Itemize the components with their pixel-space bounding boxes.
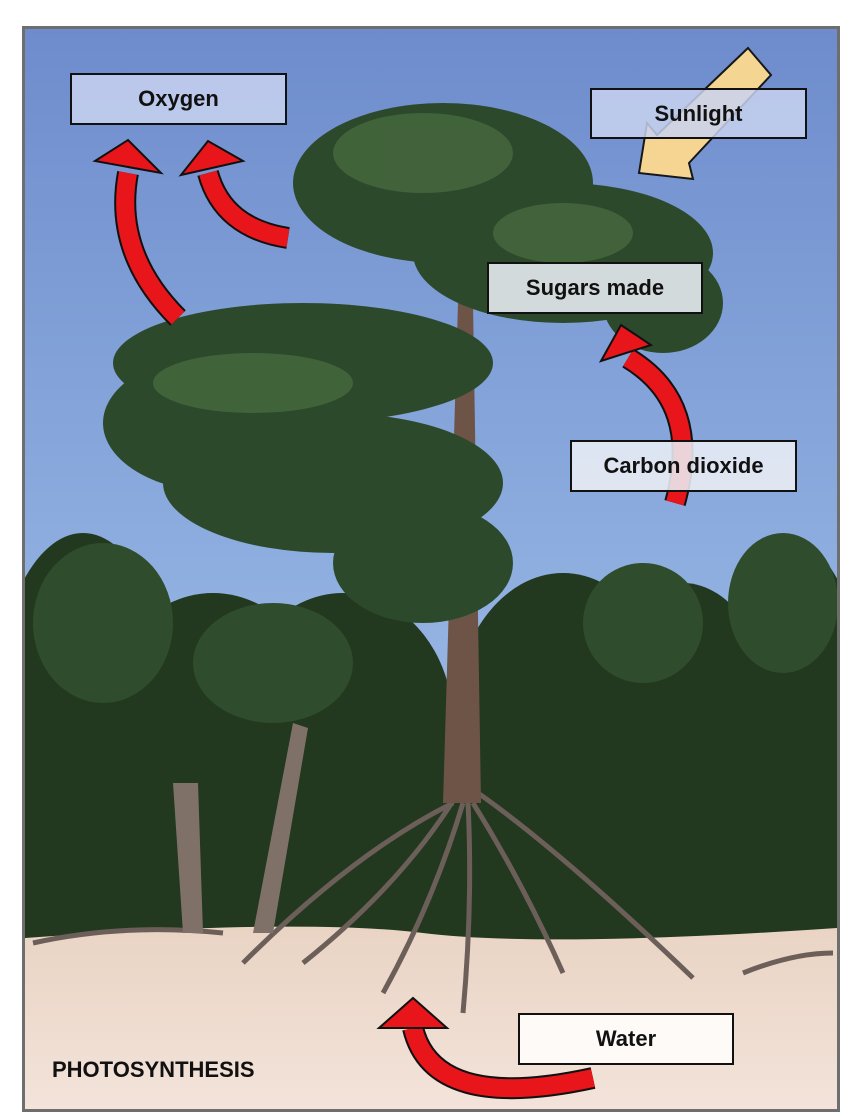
sunlight-label: Sunlight — [590, 88, 807, 139]
carbon-dioxide-label: Carbon dioxide — [570, 440, 797, 492]
water-arrow — [376, 996, 596, 1100]
photo-frame — [22, 26, 840, 1112]
water-label: Water — [518, 1013, 734, 1065]
oxygen-arrow-left — [92, 138, 186, 326]
tree-photo — [25, 29, 837, 1109]
oxygen-label: Oxygen — [70, 73, 287, 125]
sugars-made-label: Sugars made — [487, 262, 703, 314]
oxygen-arrow-right — [178, 139, 290, 249]
diagram-title: PHOTOSYNTHESIS — [52, 1057, 255, 1082]
